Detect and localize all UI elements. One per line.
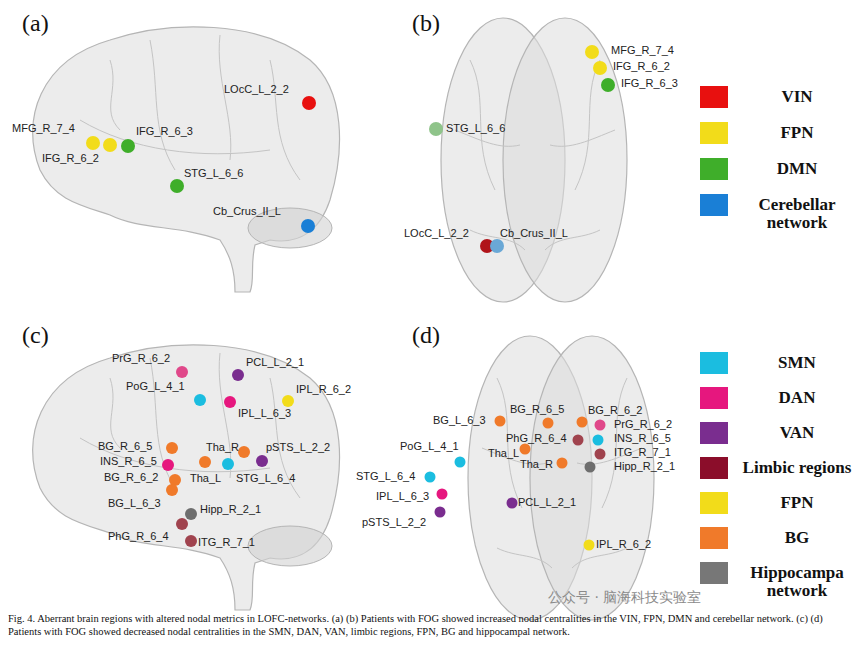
region-label: Cb_Crus_II_L: [213, 205, 281, 218]
legend-swatch: [700, 158, 728, 180]
region-label: IFG_R_6_2: [42, 152, 99, 165]
region-label: PoG_L_4_1: [126, 380, 185, 393]
region-label: IPL_L_6_3: [376, 490, 429, 503]
region-label: PoG_L_4_1: [400, 440, 459, 453]
region-label: Tha_L: [190, 472, 221, 485]
region-label: STG_L_6_4: [236, 472, 295, 485]
legend-text: BG: [738, 529, 856, 547]
legend-text: SMN: [738, 354, 856, 372]
watermark: 公众号 · 脑海科技实验室: [548, 588, 701, 606]
region-label: IFG_R_6_3: [136, 125, 193, 138]
region-label: PrG_R_6_2: [614, 418, 672, 431]
legend-text: DMN: [738, 160, 856, 178]
region-label: BG_R_6_2: [588, 404, 642, 417]
figure-caption: Fig. 4. Aberrant brain regions with alte…: [8, 612, 856, 638]
region-label: PCL_L_2_1: [518, 496, 576, 509]
legend-text: DAN: [738, 389, 856, 407]
legend-text: FPN: [738, 494, 856, 512]
region-label: ITG_R_7_1: [614, 446, 671, 459]
region-label: pSTS_L_2_2: [362, 516, 426, 529]
region-label: Tha_R: [206, 441, 239, 454]
region-label: ITG_R_7_1: [198, 536, 255, 549]
region-label: Cb_Crus_II_L: [500, 227, 568, 240]
region-label: Hipp_R_2_1: [200, 503, 261, 516]
region-label: BG_R_6_5: [98, 440, 152, 453]
region-label: PCL_L_2_1: [246, 356, 304, 369]
legend-swatch: [700, 352, 728, 374]
region-label: MFG_R_7_4: [12, 122, 75, 135]
region-label: IFG_R_6_2: [613, 60, 670, 73]
region-label: pSTS_L_2_2: [266, 441, 330, 454]
region-label: STG_L_6_6: [446, 122, 505, 135]
legend-swatch: [700, 562, 728, 584]
legend-swatch: [700, 457, 728, 479]
region-label: BG_R_6_2: [104, 471, 158, 484]
legend-swatch: [700, 387, 728, 409]
region-label: INS_R_6_5: [100, 455, 157, 468]
region-label: BG_L_6_3: [433, 414, 486, 427]
legend-text: VIN: [738, 88, 856, 106]
panel-letter: (d): [412, 322, 440, 348]
region-label: STG_L_6_6: [184, 167, 243, 180]
region-label: BG_L_6_3: [108, 497, 161, 510]
legend-swatch: [700, 122, 728, 144]
region-label: BG_R_6_5: [510, 403, 564, 416]
region-label: LOcC_L_2_2: [224, 83, 289, 96]
legend-text: Cerebellar network: [738, 196, 856, 232]
region-label: STG_L_6_4: [356, 470, 415, 483]
region-label: PhG_R_6_4: [108, 530, 169, 543]
legend-text: VAN: [738, 424, 856, 442]
region-label: IFG_R_6_3: [621, 77, 678, 90]
legend-swatch: [700, 194, 728, 216]
region-label: MFG_R_7_4: [611, 44, 674, 57]
region-label: PrG_R_6_2: [112, 352, 170, 365]
region-label: LOcC_L_2_2: [404, 227, 469, 240]
region-label: INS_R_6_5: [614, 432, 671, 445]
region-label: IPL_L_6_3: [238, 407, 291, 420]
legend-swatch: [700, 527, 728, 549]
region-label: Hipp_R_2_1: [614, 460, 675, 473]
panel-letter: (a): [22, 10, 49, 36]
region-label: Tha_L: [488, 447, 519, 460]
legend-text: FPN: [738, 124, 856, 142]
region-label: PhG_R_6_4: [506, 432, 567, 445]
legend-text: Hippocampa network: [738, 564, 856, 600]
panel-letter: (b): [412, 10, 440, 36]
region-label: Tha_R: [520, 458, 553, 471]
legend-swatch: [700, 492, 728, 514]
legend-swatch: [700, 86, 728, 108]
panel-letter: (c): [22, 322, 49, 348]
region-label: IPL_R_6_2: [596, 538, 651, 551]
legend-text: Limbic regions: [738, 459, 856, 477]
legend-swatch: [700, 422, 728, 444]
region-label: IPL_R_6_2: [296, 383, 351, 396]
